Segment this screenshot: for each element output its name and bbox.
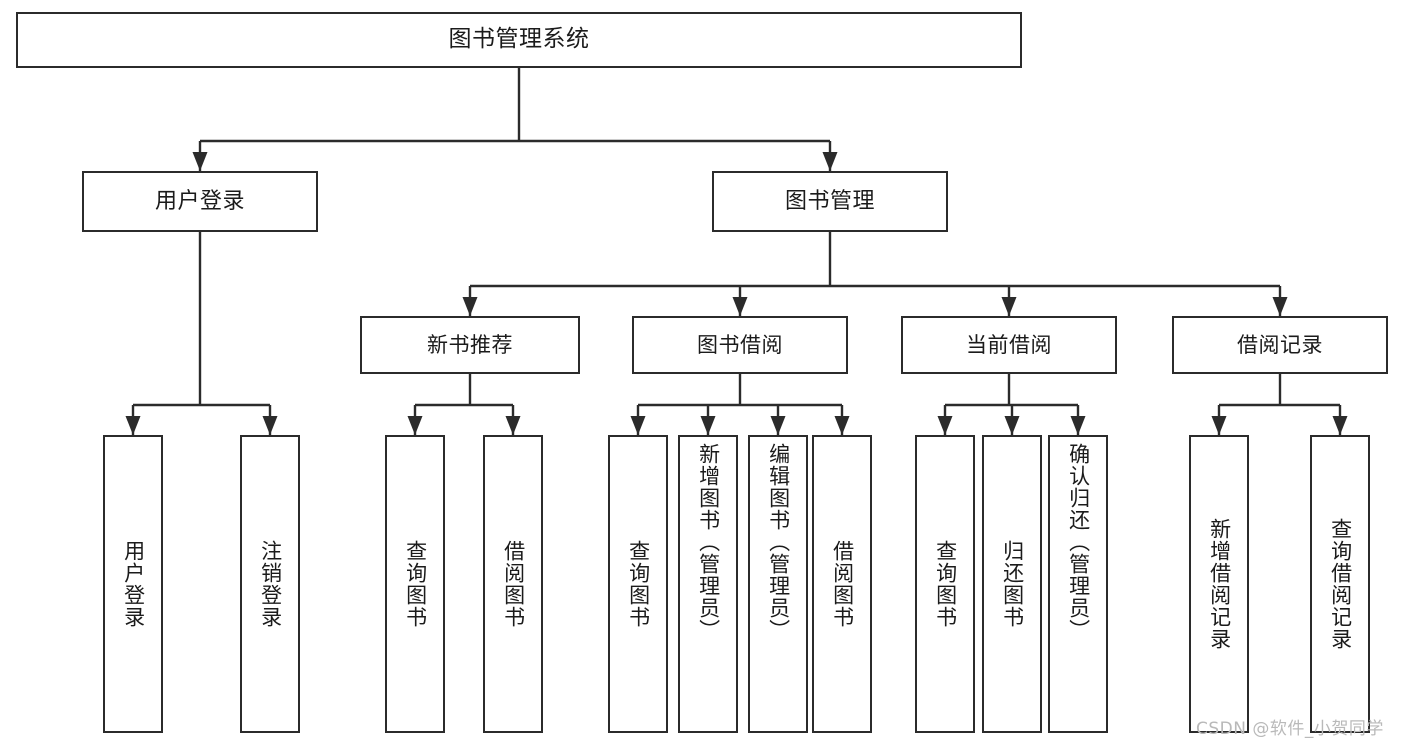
arrowhead-l3c [1001,297,1017,316]
node-l3c[interactable]: 当前借阅 [901,316,1117,374]
node-leaf8[interactable]: 借阅图书 [812,435,872,733]
node-label: 用户登录 [154,188,245,214]
node-leaf7[interactable]: 编辑图书（管理员） [748,435,808,733]
arrowhead-l2b [822,152,838,171]
arrowhead-l3a [462,297,478,316]
node-label: 注销登录 [258,540,283,628]
node-label: 图书借阅 [697,332,783,357]
node-leaf9[interactable]: 查询图书 [915,435,975,733]
node-leaf13[interactable]: 查询借阅记录 [1310,435,1370,733]
node-leaf3[interactable]: 查询图书 [385,435,445,733]
node-label: 查询图书 [626,540,651,628]
node-label: 编辑图书（管理员） [766,443,791,641]
node-label: 查询借阅记录 [1328,518,1353,650]
node-leaf11[interactable]: 确认归还（管理员） [1048,435,1108,733]
arrowhead-leaf4 [505,416,521,435]
node-l3a[interactable]: 新书推荐 [360,316,580,374]
node-leaf6[interactable]: 新增图书（管理员） [678,435,738,733]
csdn-watermark: CSDN @软件_小贺同学 [1196,719,1384,739]
arrowhead-leaf6 [700,416,716,435]
node-leaf12[interactable]: 新增借阅记录 [1189,435,1249,733]
node-l2b[interactable]: 图书管理 [712,171,948,232]
arrowhead-leaf7 [770,416,786,435]
arrowhead-leaf8 [834,416,850,435]
arrowhead-leaf5 [630,416,646,435]
arrowhead-leaf9 [937,416,953,435]
node-label: 归还图书 [1000,540,1025,628]
node-label: 查询图书 [403,540,428,628]
arrowhead-leaf2 [262,416,278,435]
node-label: 借阅图书 [830,540,855,628]
arrowhead-l3d [1272,297,1288,316]
node-label: 新书推荐 [427,332,513,357]
node-label: 新增借阅记录 [1207,518,1232,650]
arrowhead-leaf13 [1332,416,1348,435]
node-l2a[interactable]: 用户登录 [82,171,318,232]
node-label: 图书管理系统 [448,26,590,53]
node-leaf5[interactable]: 查询图书 [608,435,668,733]
arrowhead-leaf12 [1211,416,1227,435]
node-leaf10[interactable]: 归还图书 [982,435,1042,733]
node-label: 新增图书（管理员） [696,443,721,641]
node-leaf4[interactable]: 借阅图书 [483,435,543,733]
node-label: 确认归还（管理员） [1066,443,1091,641]
arrowhead-leaf11 [1070,416,1086,435]
node-label: 当前借阅 [966,332,1052,357]
node-l3d[interactable]: 借阅记录 [1172,316,1388,374]
arrowhead-leaf3 [407,416,423,435]
node-label: 借阅记录 [1237,332,1323,357]
node-leaf1[interactable]: 用户登录 [103,435,163,733]
node-label: 用户登录 [121,540,146,628]
arrowhead-leaf10 [1004,416,1020,435]
node-label: 查询图书 [933,540,958,628]
node-l3b[interactable]: 图书借阅 [632,316,848,374]
arrowhead-leaf1 [125,416,141,435]
node-leaf2[interactable]: 注销登录 [240,435,300,733]
arrowhead-l3b [732,297,748,316]
node-label: 图书管理 [784,188,875,214]
node-label: 借阅图书 [501,540,526,628]
node-root[interactable]: 图书管理系统 [16,12,1022,68]
arrowhead-l2a [192,152,208,171]
